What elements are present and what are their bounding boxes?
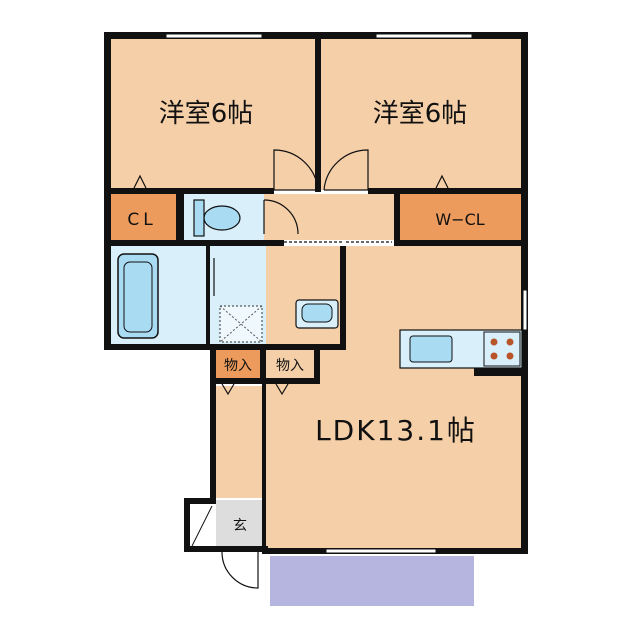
storage-2-label: 物入 — [276, 358, 304, 374]
western-room-right-label: 洋室6帖 — [373, 99, 468, 129]
doors — [133, 149, 449, 589]
hall-floor — [264, 194, 394, 240]
fixtures — [117, 199, 523, 369]
entrance-floor — [216, 500, 262, 548]
storage-1-label: 物入 — [224, 358, 252, 374]
corridor-floor — [216, 386, 262, 498]
walk-in-closet-label: W−CL — [435, 210, 484, 229]
stove — [483, 331, 521, 367]
toilet-bowl — [203, 205, 241, 231]
kitchen-sink — [409, 335, 453, 363]
entrance-label: 玄 — [233, 517, 247, 534]
toilet-tank — [193, 199, 205, 237]
western-room-left-floor — [110, 38, 316, 190]
western-room-left-label: 洋室6帖 — [159, 99, 254, 129]
closet-label: CL — [127, 210, 156, 230]
ldk-label: LDK13.1帖 — [315, 414, 477, 447]
walk-in-closet-floor — [398, 194, 522, 240]
entrance-porch-floor — [190, 500, 214, 548]
ldk-floor-top — [342, 246, 522, 346]
balcony-floor — [270, 556, 474, 606]
storage-1-floor — [216, 350, 260, 380]
western-room-right-floor — [320, 38, 522, 190]
porch-step-line — [191, 505, 213, 547]
closet-floor — [110, 194, 178, 240]
windows — [165, 33, 528, 554]
